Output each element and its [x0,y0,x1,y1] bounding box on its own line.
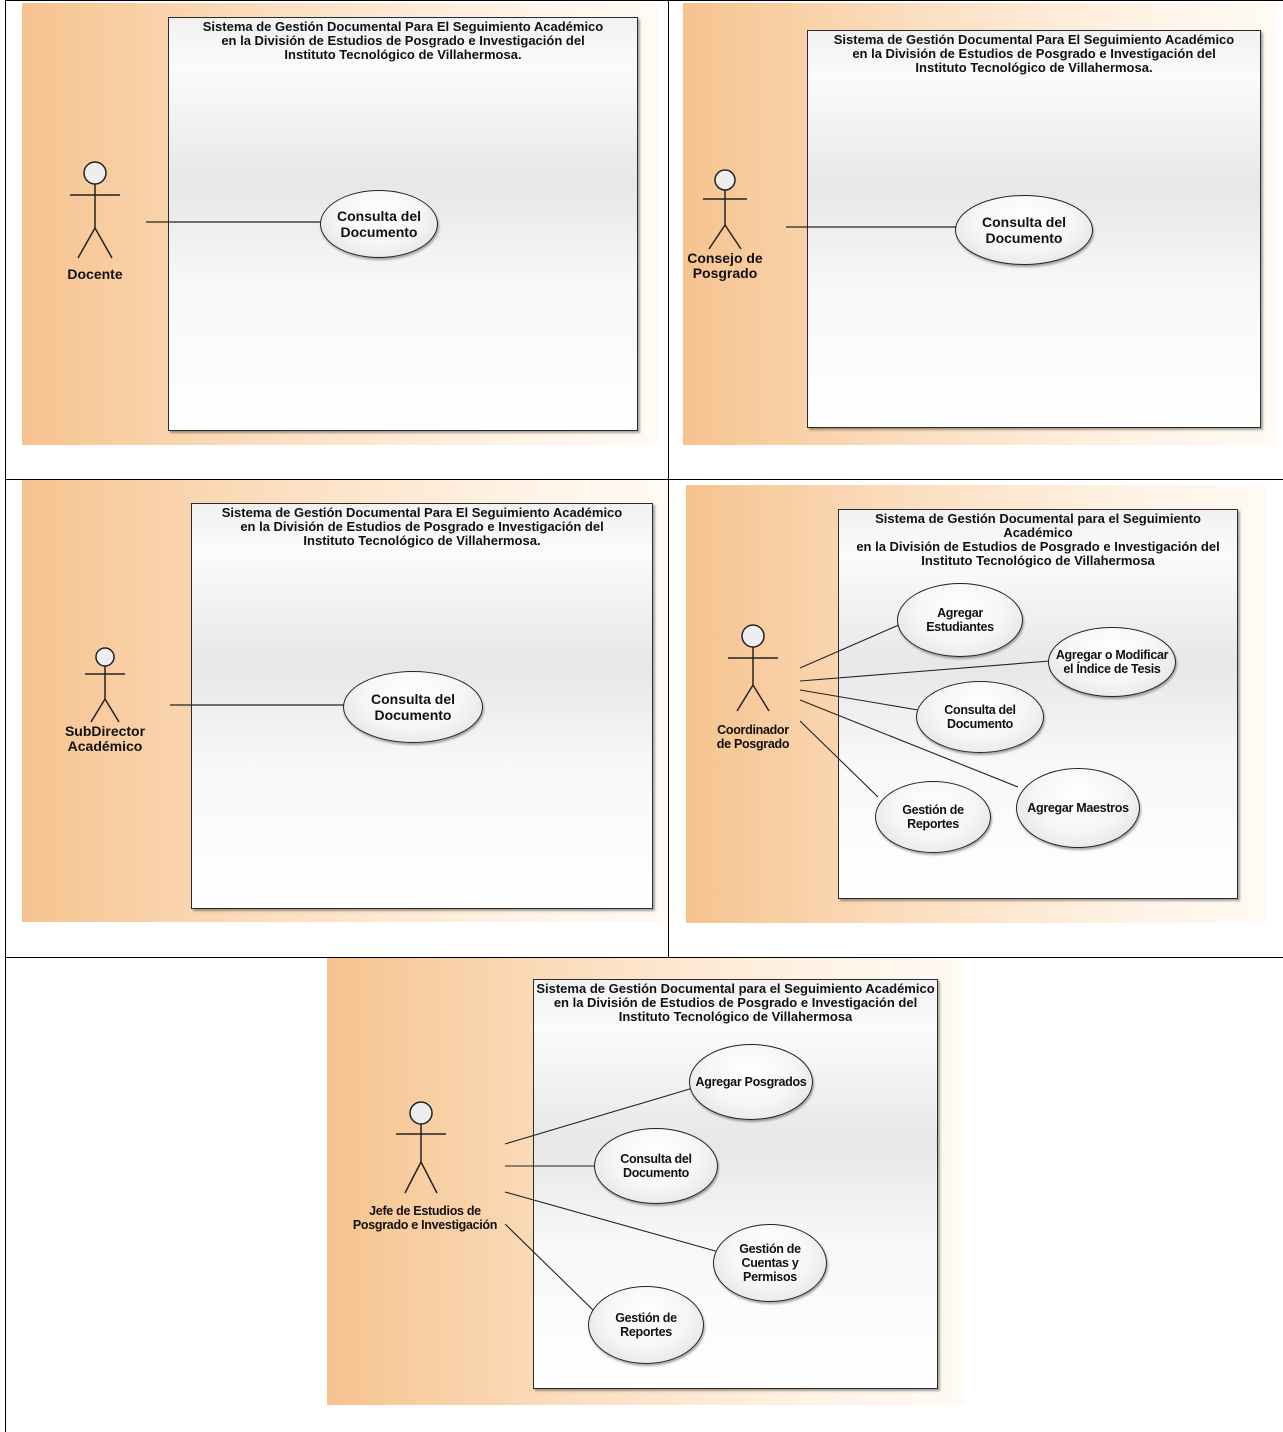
diagram-consejo-posgrado: Sistema de Gestión Documental Para El Se… [683,3,1275,445]
use-case-label: Agregar o Modificar el Índice de Tesis [1055,648,1169,676]
diagram-subdirector-academico: Sistema de Gestión Documental Para El Se… [22,480,668,922]
actor-label: Coordinador de Posgrado [716,723,790,751]
use-case-consulta-documento: Consulta del Documento [916,681,1044,753]
use-case-label: Consulta del Documento [944,703,1016,731]
diagram-coordinador-posgrado: Sistema de Gestión Documental para el Se… [686,485,1266,923]
use-case-consulta-documento: Consulta del Documento [955,195,1093,265]
use-case-label: Consulta del Documento [620,1152,692,1180]
system-title: Sistema de Gestión Documental Para El Se… [833,32,1235,75]
system-title: Sistema de Gestión Documental Para El Se… [202,19,604,62]
use-case-agregar-estudiantes: Agregar Estudiantes [897,583,1023,657]
use-case-label: Consulta del Documento [336,208,421,240]
table-divider-row-2 [5,957,1283,958]
use-case-indice-tesis: Agregar o Modificar el Índice de Tesis [1048,627,1176,697]
use-case-label: Consulta del Documento [370,691,455,723]
use-case-consulta-documento: Consulta del Documento [320,190,438,258]
association-lines [396,1087,720,1311]
table-border-left [5,0,6,1432]
actor-label: SubDirector Académico [64,723,146,754]
system-boundary: Sistema de Gestión Documental Para El Se… [807,30,1261,428]
use-case-consulta-documento: Consulta del Documento [343,671,483,743]
actor-label: Jefe de Estudios de Posgrado e Investiga… [352,1204,498,1232]
use-case-label: Gestión de Reportes [902,803,964,831]
actor-figure [728,624,778,712]
use-case-agregar-maestros: Agregar Maestros [1016,768,1140,848]
association-lines-group [799,623,1051,798]
use-case-label: Consulta del Documento [981,214,1066,246]
use-case-gestion-reportes: Gestión de Reportes [588,1286,704,1364]
diagram-jefe-estudios: Sistema de Gestión Documental para el Se… [327,958,965,1405]
use-case-gestion-cuentas-permisos: Gestión de Cuentas y Permisos [713,1224,827,1302]
association-lines-group [504,1087,720,1311]
association-lines [703,169,957,250]
actor-label: Docente [67,266,123,282]
table-divider-row-1 [5,479,1283,480]
table-border-top [5,0,1283,1]
table-divider-vertical [668,0,669,957]
use-case-gestion-reportes: Gestión de Reportes [875,781,991,853]
system-title: Sistema de Gestión Documental para el Se… [856,511,1220,568]
actor-figure [703,169,747,250]
actor-figure [85,647,125,723]
actor-figure [70,161,120,259]
use-case-consulta-documento: Consulta del Documento [594,1128,718,1204]
use-case-label: Gestión de Reportes [615,1311,677,1339]
actor-label: Consejo de Posgrado [687,250,763,281]
system-title: Sistema de Gestión Documental Para El Se… [221,505,623,548]
actor-figure [396,1101,446,1194]
use-case-agregar-posgrados: Agregar Posgrados [689,1044,813,1120]
use-case-label: Gestión de Cuentas y Permisos [739,1242,801,1284]
use-case-label: Agregar Estudiantes [926,606,994,634]
diagram-docente: Sistema de Gestión Documental Para El Se… [22,3,658,445]
association-lines [70,161,322,259]
use-case-label: Agregar Maestros [1027,801,1129,815]
association-lines [85,647,345,723]
system-title: Sistema de Gestión Documental para el Se… [536,981,935,1024]
association-lines [728,623,1051,798]
use-case-label: Agregar Posgrados [695,1075,807,1089]
